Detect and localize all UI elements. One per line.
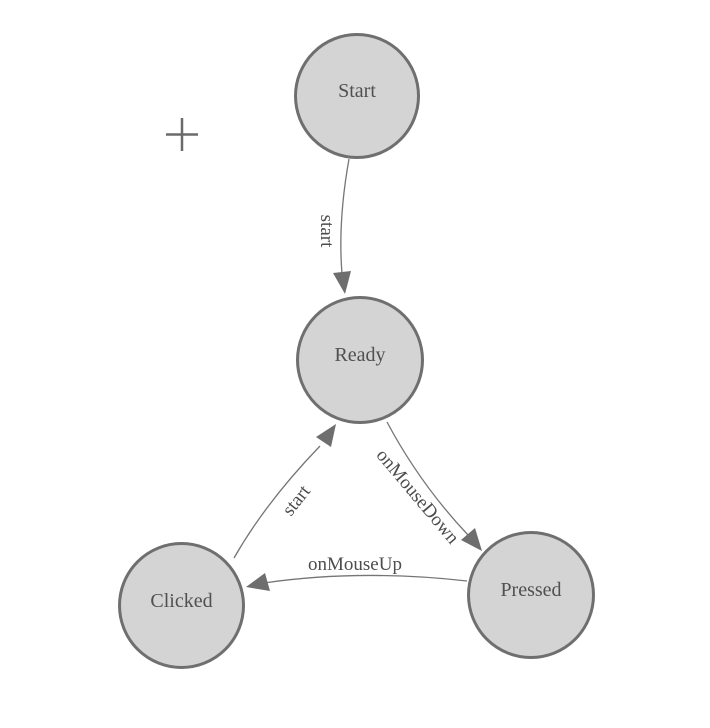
edge-ready-to-pressed[interactable] xyxy=(386,421,469,536)
arrowhead-clicked-to-ready-icon xyxy=(316,424,336,447)
state-node-ready-label: Ready xyxy=(334,344,386,366)
edge-clicked-to-ready[interactable] xyxy=(233,445,321,559)
edge-pressed-to-clicked[interactable] xyxy=(263,574,468,584)
edge-start-to-ready[interactable] xyxy=(340,158,350,275)
arrowhead-pressed-to-clicked-icon xyxy=(246,573,270,591)
arrowhead-ready-to-pressed-icon xyxy=(461,528,482,551)
state-node-start-label: Start xyxy=(338,80,376,102)
edge-label-start-to-ready: start xyxy=(316,214,337,248)
arrowhead-start-to-ready-icon xyxy=(333,271,351,294)
edge-label-onmouseup: onMouseUp xyxy=(308,554,402,575)
state-node-start[interactable]: Start xyxy=(294,33,420,159)
state-node-clicked-label: Clicked xyxy=(150,589,213,612)
state-node-ready[interactable]: Ready xyxy=(296,296,424,424)
state-node-pressed-label: Pressed xyxy=(500,579,562,601)
plus-icon[interactable] xyxy=(166,118,198,151)
state-node-clicked[interactable]: Clicked xyxy=(118,542,245,669)
state-node-pressed[interactable]: Pressed xyxy=(467,531,595,659)
